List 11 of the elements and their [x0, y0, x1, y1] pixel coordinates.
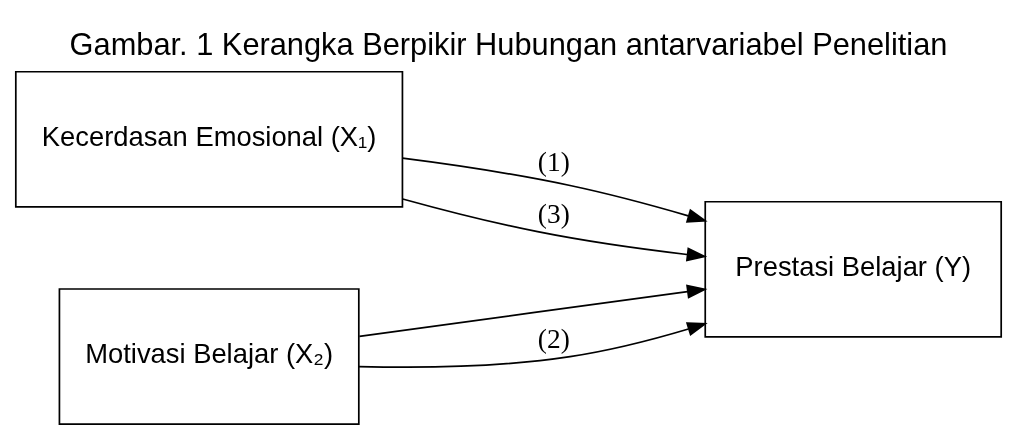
arrow: [401, 157, 708, 223]
node-box: Prestasi Belajar (Y): [704, 200, 1003, 338]
node-box: Kecerdasan Emosional (X₁): [14, 70, 404, 208]
arrow: [358, 322, 708, 369]
edge-label: (3): [537, 198, 570, 229]
node-box: Motivasi Belajar (X₂): [58, 288, 360, 425]
arrow: [401, 198, 708, 262]
edge-label: (1): [537, 147, 570, 178]
diagram-title: Gambar. 1 Kerangka Berpikir Hubungan antarvariabel Penelitian: [69, 27, 948, 63]
edge-label: (2): [537, 323, 570, 354]
arrow: [358, 284, 708, 338]
